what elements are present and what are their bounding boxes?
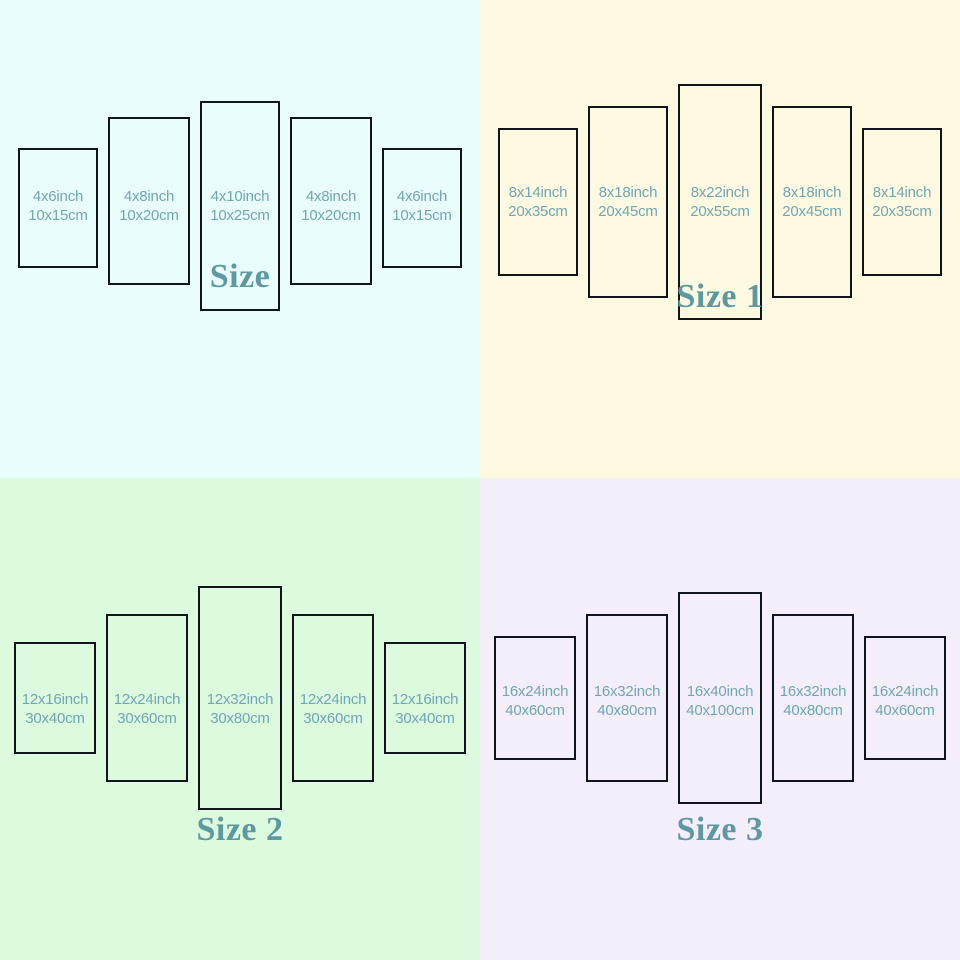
panel-title: Size [209, 258, 271, 295]
size-inch-text: 12x24inch [299, 691, 367, 708]
size-inch-text: 16x24inch [871, 683, 939, 700]
size-inch-text: 8x18inch [598, 184, 658, 201]
size-inch-text: 8x18inch [782, 184, 842, 201]
size-cm-text: 10x15cm [28, 206, 88, 224]
size-cm-text: 20x35cm [508, 202, 568, 220]
size-inch-text: 16x24inch [501, 683, 569, 700]
size-inch-text: 4x8inch [305, 188, 357, 205]
size-cm-text: 40x100cm [686, 701, 754, 719]
size-cm-text: 40x80cm [783, 701, 843, 719]
size-cm-text: 20x55cm [690, 202, 750, 220]
panel-title: Size 1 [676, 278, 764, 315]
size-inch-text: 16x40inch [686, 683, 754, 700]
size-cm-text: 30x60cm [303, 709, 363, 727]
panel-title: Size 3 [676, 811, 764, 848]
size-inch-text: 12x32inch [206, 691, 274, 708]
size-inch-text: 8x14inch [872, 184, 932, 201]
size-inch-text: 8x22inch [690, 184, 750, 201]
size-cm-text: 10x20cm [119, 206, 179, 224]
size-inch-text: 16x32inch [593, 683, 661, 700]
size-cm-text: 30x40cm [25, 709, 85, 727]
size-cm-text: 30x80cm [210, 709, 270, 727]
size-cm-text: 20x45cm [782, 202, 842, 220]
size-inch-text: 4x6inch [396, 188, 448, 205]
size-inch-text: 4x6inch [32, 188, 84, 205]
size-cm-text: 40x60cm [505, 701, 565, 719]
size-cm-text: 40x80cm [597, 701, 657, 719]
size-inch-text: 4x8inch [123, 188, 175, 205]
size-cm-text: 20x45cm [598, 202, 658, 220]
size-inch-text: 4x10inch [210, 188, 270, 205]
panel-title: Size 2 [196, 811, 284, 848]
size-cm-text: 10x20cm [301, 206, 361, 224]
size-cm-text: 30x40cm [395, 709, 455, 727]
size-cm-text: 10x15cm [392, 206, 452, 224]
size-inch-text: 12x16inch [21, 691, 89, 708]
size-inch-text: 12x24inch [113, 691, 181, 708]
size-inch-text: 16x32inch [779, 683, 847, 700]
size-inch-text: 8x14inch [508, 184, 568, 201]
size-cm-text: 10x25cm [210, 206, 270, 224]
size-cm-text: 20x35cm [872, 202, 932, 220]
size-inch-text: 12x16inch [391, 691, 459, 708]
size-cm-text: 40x60cm [875, 701, 935, 719]
size-cm-text: 30x60cm [117, 709, 177, 727]
